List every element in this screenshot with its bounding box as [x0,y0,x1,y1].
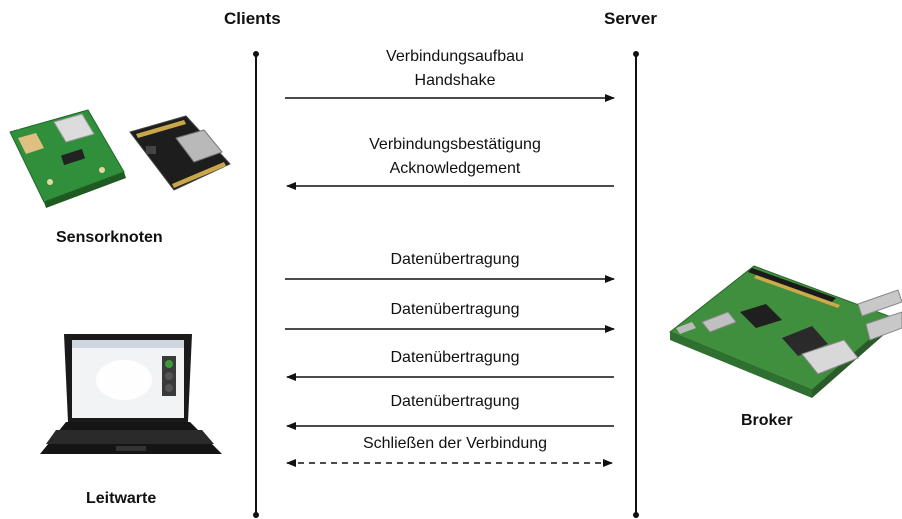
broker-label: Broker [741,412,793,429]
server-lifeline-top-dot [633,51,639,57]
sensor-board-image: . [9,109,126,208]
server-header: Server [604,9,657,28]
message-data-1-label: Datenübertragung [390,251,520,268]
message-handshake-line1: Verbindungsaufbau [386,48,524,65]
esp-module-image [129,115,231,191]
message-data-3-label: Datenübertragung [390,349,520,366]
message-handshake-label: Verbindungsaufbau Handshake [300,45,610,93]
message-close-connection-label: Schließen der Verbindung [362,435,548,452]
client-lifeline-top-dot [253,51,259,57]
message-acknowledgement-line2: Acknowledgement [389,160,521,177]
svg-text:.: . [17,125,21,132]
control-room-label: Leitwarte [86,490,157,507]
message-acknowledgement-line1: Verbindungsbestätigung [369,136,541,153]
clients-header: Clients [224,9,281,28]
server-lifeline-bottom-dot [633,512,639,518]
sensor-node-label: Sensorknoten [56,229,163,246]
laptop-image [40,334,222,454]
message-acknowledgement-label: Verbindungsbestätigung Acknowledgement [285,133,625,181]
message-data-2-label: Datenübertragung [390,301,520,318]
raspberry-pi-image [669,265,902,398]
client-lifeline-bottom-dot [253,512,259,518]
message-handshake-line2: Handshake [414,72,496,89]
message-data-4-label: Datenübertragung [390,393,520,410]
